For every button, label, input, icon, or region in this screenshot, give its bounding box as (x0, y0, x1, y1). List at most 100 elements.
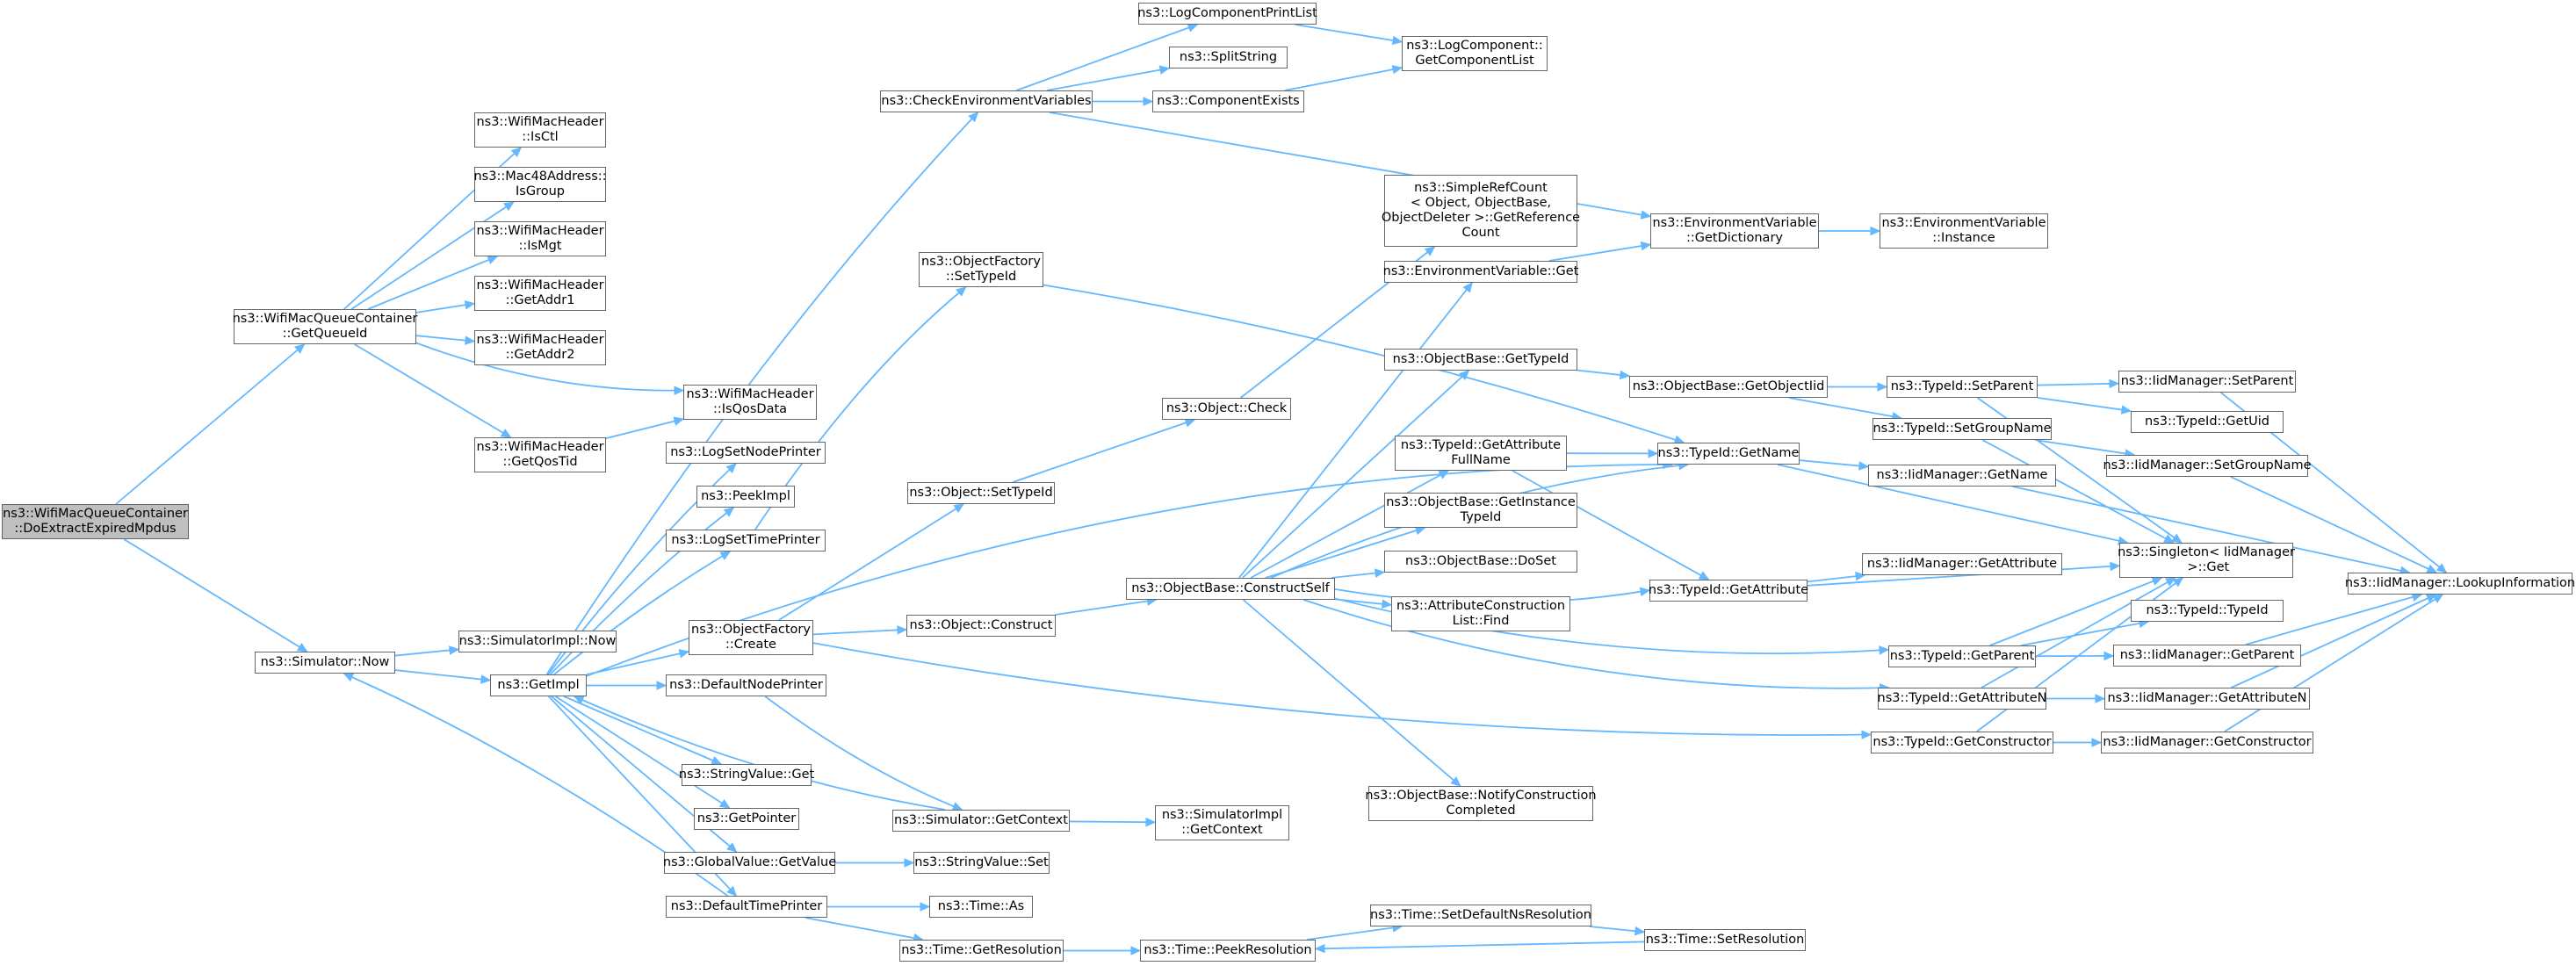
node-tid-set-parent[interactable]: ns3::TypeId::SetParent (1887, 376, 2038, 398)
node-is-qos-data[interactable]: ns3::WifiMacHeader ::IsQosData (683, 385, 817, 420)
edge-arrowhead (920, 902, 931, 912)
node-string-value-set[interactable]: ns3::StringValue::Set (913, 852, 1050, 874)
node-attr-construction-find[interactable]: ns3::AttributeConstruction List::Find (1391, 596, 1570, 631)
node-global-value-get-value[interactable]: ns3::GlobalValue::GetValue (662, 852, 837, 874)
node-ob-get-instance-type-id[interactable]: ns3::ObjectBase::GetInstance TypeId (1384, 493, 1577, 528)
edge-root-to-getQueueId (115, 343, 306, 505)
edge-ofCreate-to-tidGetConstructor (812, 642, 1872, 736)
node-is-mgt[interactable]: ns3::WifiMacHeader ::IsMgt (474, 221, 606, 256)
node-string-value-get[interactable]: ns3::StringValue::Get (679, 764, 814, 786)
node-env-get[interactable]: ns3::EnvironmentVariable::Get (1383, 261, 1578, 283)
node-get-addr2[interactable]: ns3::WifiMacHeader ::GetAddr2 (474, 330, 606, 365)
node-is-group[interactable]: ns3::Mac48Address:: IsGroup (473, 167, 607, 202)
node-label: ns3::Simulator::GetContext (894, 813, 1068, 827)
edge-arrowhead (1130, 946, 1142, 955)
edge-arrowhead (1391, 64, 1403, 75)
node-label: ns3::TypeId::GetAttributeN (1877, 691, 2047, 705)
node-env-instance[interactable]: ns3::EnvironmentVariable ::Instance (1880, 213, 2048, 249)
edge-arrowhead (2163, 534, 2175, 544)
node-iid-get-attribute-n[interactable]: ns3::IidManager::GetAttributeN (2104, 688, 2310, 710)
edge-tidGetAttributeN-to-singletonGet (1981, 577, 2176, 688)
node-get-queue-id[interactable]: ns3::WifiMacQueueContainer ::GetQueueId (232, 309, 418, 344)
edge-arrowhead (296, 643, 308, 652)
node-iid-get-attribute[interactable]: ns3::IidManager::GetAttribute (1862, 553, 2062, 575)
node-of-set-type-id[interactable]: ns3::ObjectFactory ::SetTypeId (919, 252, 1043, 287)
node-tid-get-constructor[interactable]: ns3::TypeId::GetConstructor (1871, 732, 2053, 753)
node-default-node-printer[interactable]: ns3::DefaultNodePrinter (666, 674, 826, 696)
node-iid-set-parent[interactable]: ns3::IidManager::SetParent (2118, 371, 2296, 393)
edge-tidGetAttrFullName-to-tidGetAttribute (1512, 470, 1709, 580)
node-ob-get-type-id[interactable]: ns3::ObjectBase::GetTypeId (1384, 349, 1577, 371)
node-time-peek-resolution[interactable]: ns3::Time::PeekResolution (1140, 940, 1316, 962)
node-tid-get-uid[interactable]: ns3::TypeId::GetUid (2131, 411, 2284, 433)
node-iid-get-parent[interactable]: ns3::IidManager::GetParent (2113, 645, 2301, 667)
edge-iidGetConstructor-to-iidLookupInformation (2224, 594, 2443, 732)
node-sim-impl-now[interactable]: ns3::SimulatorImpl::Now (458, 631, 617, 652)
edge-ofCreate-to-objConstruct (812, 628, 907, 636)
edge-getQueueId-to-isMgt (367, 256, 498, 310)
edge-logCompPrintList-to-getComponentList (1295, 24, 1403, 43)
node-tid-get-attr-full-name[interactable]: ns3::TypeId::GetAttribute FullName (1395, 436, 1567, 471)
node-label: ns3::Time::As (937, 899, 1025, 913)
edge-simGetContext-to-getImpl (574, 696, 946, 811)
edge-ofCreate-to-objSetTypeId (778, 503, 964, 621)
node-obj-construct[interactable]: ns3::Object::Construct (906, 615, 1056, 637)
node-root[interactable]: ns3::WifiMacQueueContainer ::DoExtractEx… (2, 504, 189, 539)
node-env-get-dictionary[interactable]: ns3::EnvironmentVariable ::GetDictionary (1650, 213, 1819, 249)
node-tid-get-attribute-n[interactable]: ns3::TypeId::GetAttributeN (1877, 688, 2047, 710)
node-iid-get-name[interactable]: ns3::IidManager::GetName (1868, 465, 2056, 487)
node-ob-construct-self[interactable]: ns3::ObjectBase::ConstructSelf (1126, 578, 1335, 600)
node-time-as[interactable]: ns3::Time::As (929, 896, 1033, 918)
node-default-time-printer[interactable]: ns3::DefaultTimePrinter (666, 896, 827, 918)
node-ob-get-object-iid[interactable]: ns3::ObjectBase::GetObjectIid (1629, 376, 1828, 398)
node-log-comp-print-list[interactable]: ns3::LogComponentPrintList (1137, 3, 1317, 25)
node-label: ns3::WifiMacQueueContainer ::GetQueueId (232, 312, 418, 341)
node-iid-get-constructor[interactable]: ns3::IidManager::GetConstructor (2101, 732, 2313, 753)
node-iid-set-group-name[interactable]: ns3::IidManager::SetGroupName (2103, 455, 2312, 477)
node-check-env[interactable]: ns3::CheckEnvironmentVariables (880, 90, 1093, 112)
node-label: ns3::LogComponent:: GetComponentList (1406, 39, 1543, 68)
node-tid-type-id[interactable]: ns3::TypeId::TypeId (2131, 600, 2284, 622)
edge-arrowhead (1855, 571, 1866, 581)
node-get-pointer[interactable]: ns3::GetPointer (694, 808, 799, 830)
node-time-set-resolution[interactable]: ns3::Time::SetResolution (1644, 929, 1806, 951)
node-singleton-get[interactable]: ns3::Singleton< IidManager >::Get (2118, 543, 2295, 578)
node-get-impl[interactable]: ns3::GetImpl (490, 674, 587, 696)
edge-componentExists-to-getComponentList (1284, 67, 1403, 91)
node-log-set-time-printer[interactable]: ns3::LogSetTimePrinter (666, 530, 826, 551)
node-get-component-list[interactable]: ns3::LogComponent:: GetComponentList (1402, 36, 1548, 71)
node-peek-impl[interactable]: ns3::PeekImpl (696, 486, 795, 508)
node-get-addr1[interactable]: ns3::WifiMacHeader ::GetAddr1 (474, 276, 606, 311)
node-label: ns3::Time::SetDefaultNsResolution (1370, 908, 1591, 922)
node-sim-impl-get-context[interactable]: ns3::SimulatorImpl ::GetContext (1155, 805, 1289, 840)
node-sim-get-context[interactable]: ns3::Simulator::GetContext (892, 810, 1070, 832)
edge-tidSetParent-to-tidGetUid (2037, 396, 2132, 412)
node-set-default-ns-resolution[interactable]: ns3::Time::SetDefaultNsResolution (1370, 905, 1591, 926)
node-log-set-node-printer[interactable]: ns3::LogSetNodePrinter (666, 442, 826, 464)
edge-arrowhead (2110, 561, 2121, 572)
node-of-create[interactable]: ns3::ObjectFactory ::Create (689, 620, 813, 655)
node-ob-do-set[interactable]: ns3::ObjectBase::DoSet (1384, 551, 1577, 573)
node-sim-now[interactable]: ns3::Simulator::Now (255, 652, 395, 674)
node-tid-set-group-name[interactable]: ns3::TypeId::SetGroupName (1872, 418, 2052, 440)
node-simple-ref-count[interactable]: ns3::SimpleRefCount < Object, ObjectBase… (1382, 175, 1580, 247)
node-ob-notify-construction[interactable]: ns3::ObjectBase::NotifyConstruction Comp… (1365, 786, 1597, 821)
edge-defaultTimePrinter-to-timeGetResolution (805, 917, 923, 941)
node-is-ctl[interactable]: ns3::WifiMacHeader ::IsCtl (474, 112, 606, 148)
node-tid-get-name[interactable]: ns3::TypeId::GetName (1657, 443, 1800, 465)
node-iid-lookup-information[interactable]: ns3::IidManager::LookupInformation (2345, 573, 2575, 595)
node-component-exists[interactable]: ns3::ComponentExists (1152, 90, 1304, 112)
node-label: ns3::GlobalValue::GetValue (662, 855, 837, 869)
node-obj-set-type-id[interactable]: ns3::Object::SetTypeId (907, 482, 1055, 504)
node-tid-get-parent[interactable]: ns3::TypeId::GetParent (1888, 645, 2036, 667)
edge-tidGetParent-to-singletonGet (1989, 577, 2162, 646)
node-label: ns3::WifiMacHeader ::GetAddr2 (476, 333, 604, 362)
edge-tidGetConstructor-to-singletonGet (1976, 577, 2183, 732)
node-time-get-resolution[interactable]: ns3::Time::GetResolution (899, 940, 1064, 962)
node-split-string[interactable]: ns3::SplitString (1169, 47, 1288, 68)
node-obj-check[interactable]: ns3::Object::Check (1162, 398, 1291, 420)
edge-objSetTypeId-to-objCheck (1013, 419, 1195, 483)
node-get-qos-tid[interactable]: ns3::WifiMacHeader ::GetQosTid (474, 437, 606, 472)
node-label: ns3::LogSetTimePrinter (671, 533, 820, 547)
node-tid-get-attribute[interactable]: ns3::TypeId::GetAttribute (1649, 580, 1808, 602)
